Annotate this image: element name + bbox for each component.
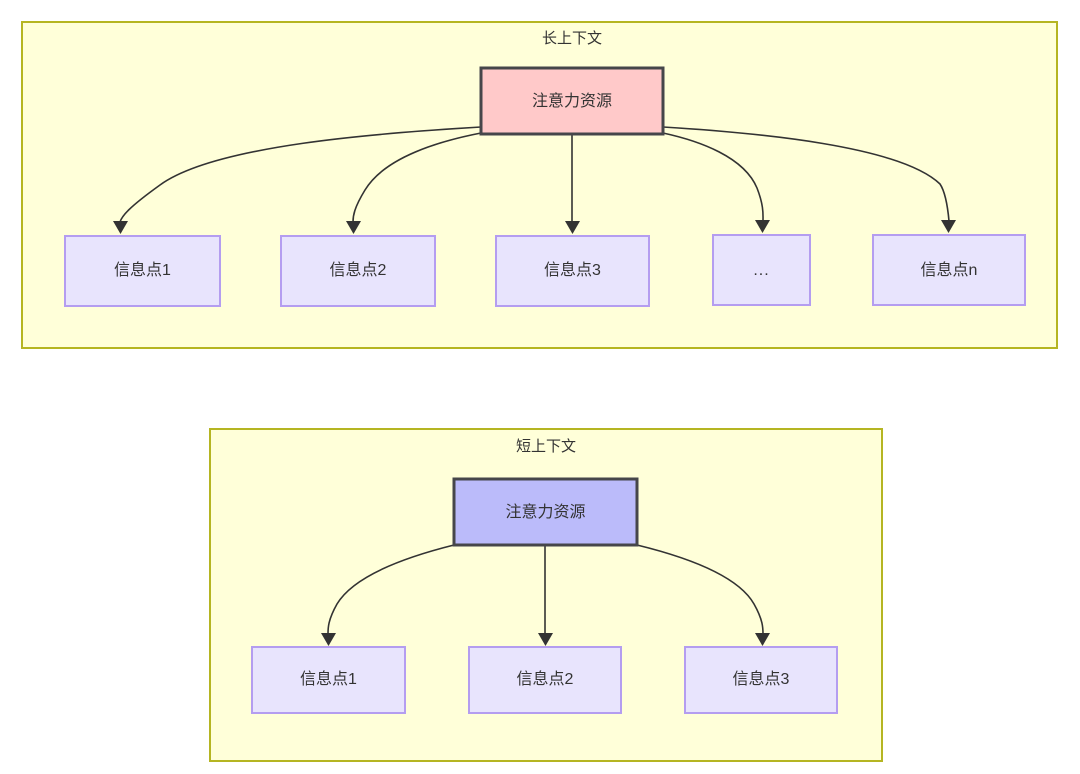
info-point-ellipsis-long-box[interactable] <box>712 234 811 306</box>
info-point-3-long-box[interactable] <box>495 235 650 307</box>
info-point-3-short[interactable]: 信息点3 <box>684 646 838 714</box>
info-point-2-long-label: 信息点2 <box>330 261 387 279</box>
info-point-2-long-box[interactable] <box>280 235 436 307</box>
info-point-ellipsis-long[interactable]: ... <box>712 234 811 306</box>
info-point-1-long-box[interactable] <box>64 235 221 307</box>
edge-root-to-info-n <box>662 126 950 222</box>
info-point-2-short[interactable]: 信息点2 <box>468 646 622 714</box>
info-point-3-short-box[interactable] <box>684 646 838 714</box>
info-point-ellipsis-long-label: ... <box>753 262 769 279</box>
info-point-2-short-box[interactable] <box>468 646 622 714</box>
edges-long-context <box>113 126 956 234</box>
attention-resource-short-box[interactable] <box>452 477 639 547</box>
arrowhead-info-3 <box>565 221 580 234</box>
attention-resource-short[interactable]: 注意力资源 <box>452 477 639 547</box>
info-point-1-short-label: 信息点1 <box>300 670 357 688</box>
panel-long-context-title: 长上下文 <box>542 30 602 47</box>
arrowhead-info-1 <box>113 221 128 234</box>
info-point-n-long[interactable]: 信息点n <box>872 234 1026 306</box>
edge-root-to-info-3-short <box>636 544 764 635</box>
info-point-3-long-label: 信息点3 <box>544 261 601 279</box>
arrowhead-info-2 <box>346 221 361 234</box>
edge-root-to-info-1-short <box>327 544 455 635</box>
info-point-1-long[interactable]: 信息点1 <box>64 235 221 307</box>
edge-root-to-info-ellipsis <box>662 132 764 222</box>
arrowhead-info-ellipsis <box>755 220 770 233</box>
edge-root-to-info-2 <box>352 132 482 223</box>
arrowhead-info-1-short <box>321 633 336 646</box>
info-point-3-long[interactable]: 信息点3 <box>495 235 650 307</box>
info-point-1-short[interactable]: 信息点1 <box>251 646 406 714</box>
arrowhead-info-3-short <box>755 633 770 646</box>
attention-resource-long-label: 注意力资源 <box>532 91 612 110</box>
arrowhead-info-n <box>941 220 956 233</box>
attention-resource-long[interactable]: 注意力资源 <box>479 66 665 136</box>
arrowhead-info-2-short <box>538 633 553 646</box>
attention-resource-long-box[interactable] <box>479 66 665 136</box>
edges-short-context <box>321 544 770 646</box>
panel-long-context: 长上下文 注意力资源 信息 <box>21 21 1058 349</box>
info-point-2-short-label: 信息点2 <box>517 670 574 688</box>
info-point-n-long-box[interactable] <box>872 234 1026 306</box>
edge-root-to-info-1 <box>119 126 482 223</box>
info-point-2-long[interactable]: 信息点2 <box>280 235 436 307</box>
info-point-3-short-label: 信息点3 <box>733 670 790 688</box>
info-point-n-long-label: 信息点n <box>921 261 978 279</box>
panel-short-context: 短上下文 注意力资源 信息点1 信息点 <box>209 428 883 762</box>
info-point-1-long-label: 信息点1 <box>114 261 171 279</box>
panel-short-context-title: 短上下文 <box>516 438 576 455</box>
info-point-1-short-box[interactable] <box>251 646 406 714</box>
attention-resource-short-label: 注意力资源 <box>505 502 585 521</box>
